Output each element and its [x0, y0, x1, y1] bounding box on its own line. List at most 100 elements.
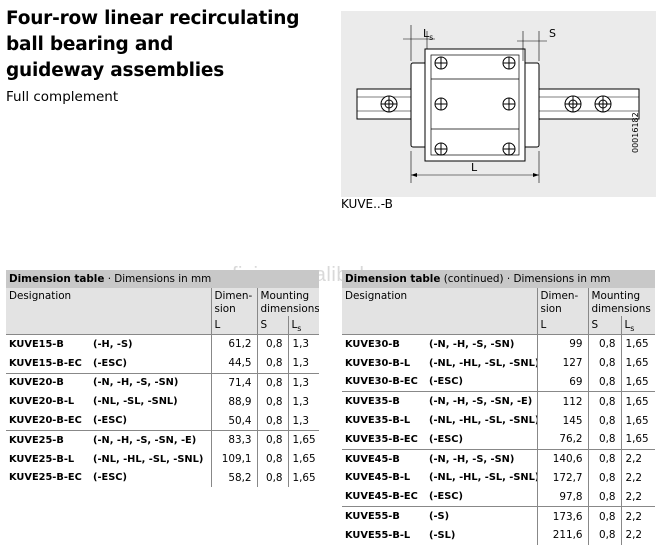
variant-cell: (-N, -H, -S, -SN, -E) [90, 429, 211, 450]
ls-cell: 1,3 [287, 333, 320, 354]
s-cell: 0,8 [587, 333, 621, 354]
variant-cell: (-S) [426, 506, 537, 526]
designation-cell: KUVE35-B [342, 391, 426, 412]
designation-cell: KUVE45-B-EC [345, 491, 418, 503]
header-dim-line2: sion [214, 303, 236, 315]
ls-cell: 2,2 [620, 448, 656, 469]
ls-cell: 1,3 [287, 353, 320, 374]
s-cell: 0,8 [256, 449, 288, 469]
length-cell: 112 [536, 391, 588, 412]
ls-cell: 1,65 [620, 391, 656, 412]
s-cell: 0,8 [587, 429, 621, 450]
ls-cell: 1,3 [287, 372, 320, 393]
length-cell: 76,2 [536, 429, 588, 450]
length-cell: 50,4 [210, 411, 257, 431]
s-cell: 0,8 [587, 448, 621, 469]
variant-cell: (-N, -H, -S, -SN) [90, 372, 211, 393]
variant-cell: (-ESC) [93, 472, 127, 484]
page-subtitle: Full complement [6, 89, 119, 105]
ls-cell: 1,65 [620, 429, 656, 450]
variant-cell: (-H, -S) [90, 333, 211, 354]
dimension-table-right: Dimension table (continued) · Dimensions… [342, 270, 656, 545]
s-cell: 0,8 [587, 468, 621, 488]
label-ls-subscript: s [429, 33, 434, 42]
variant-cell: (-ESC) [429, 433, 463, 445]
designation-cell: KUVE30-B-EC [345, 376, 418, 388]
s-cell: 0,8 [256, 411, 288, 431]
ls-cell: 1,65 [620, 411, 656, 430]
designation-cell: KUVE25-B-L [9, 453, 75, 465]
header-l: L [210, 316, 257, 335]
ls-cell: 1,65 [287, 468, 320, 488]
s-cell: 0,8 [587, 487, 621, 507]
length-cell: 172,7 [536, 468, 588, 488]
dimension-table-left: Dimension table · Dimensions in mm Desig… [6, 270, 320, 488]
header-dimension: Dimen-sion [210, 288, 257, 316]
designation-cell: KUVE55-B [342, 506, 426, 526]
variant-cell: (-N, -H, -S, -SN, -E) [426, 391, 537, 412]
title-line-1: Four-row linear recirculating [6, 8, 300, 29]
variant-cell: (-NL, -HL, -SL, -SNL) [429, 357, 537, 369]
length-cell: 140,6 [536, 448, 588, 469]
ls-cell: 2,2 [620, 487, 656, 507]
length-cell: 58,2 [210, 468, 257, 488]
s-cell: 0,8 [256, 392, 288, 412]
table-caption: Dimension table · Dimensions in mm [6, 270, 320, 288]
length-cell: 83,3 [210, 429, 257, 450]
s-cell: 0,8 [256, 372, 288, 393]
header-l: L [536, 316, 588, 335]
designation-cell: KUVE20-B [6, 372, 90, 393]
header-mount-line2: dimensions [591, 303, 651, 315]
header-ls: Ls [620, 316, 656, 335]
length-cell: 44,5 [210, 353, 257, 374]
rail-holes [380, 95, 612, 113]
s-cell: 0,8 [587, 353, 621, 373]
carriage-body [424, 48, 526, 162]
caption-bold: Dimension table [9, 273, 105, 285]
label-l: L [471, 161, 478, 174]
header-dim-line1: Dimen- [214, 290, 253, 302]
technical-drawing: Ls S L 00016182 [341, 11, 656, 197]
variant-cell: (-ESC) [93, 357, 127, 369]
designation-cell: KUVE30-B-L [345, 357, 411, 369]
header-mount-line2: dimensions [260, 303, 320, 315]
header-blank [6, 316, 211, 335]
title-line-3: guideway assemblies [6, 60, 225, 81]
designation-cell: KUVE20-B-L [9, 396, 75, 408]
s-cell: 0,8 [256, 333, 288, 354]
header-designation: Designation [6, 288, 211, 316]
designation-cell: KUVE15-B [6, 333, 90, 354]
variant-cell: (-NL, -SL, -SNL) [93, 396, 178, 408]
s-cell: 0,8 [587, 391, 621, 412]
header-mount-line1: Mounting [591, 290, 641, 302]
ls-cell: 1,65 [620, 353, 656, 373]
header-s: S [587, 316, 621, 335]
variant-cell: (-ESC) [429, 491, 463, 503]
title-line-2: ball bearing and [6, 34, 174, 55]
header-dim-line2: sion [540, 303, 562, 315]
header-blank [342, 316, 537, 335]
designation-cell: KUVE45-B [342, 448, 426, 469]
label-ls-text: Ls [423, 27, 434, 42]
designation-cell: KUVE35-B-EC [345, 433, 418, 445]
ls-cell: 2,2 [620, 525, 656, 545]
s-cell: 0,8 [256, 468, 288, 488]
length-cell: 69 [536, 372, 588, 392]
table-caption: Dimension table (continued) · Dimensions… [342, 270, 656, 288]
length-cell: 97,8 [536, 487, 588, 507]
variant-cell: (-N, -H, -S, -SN) [426, 448, 537, 469]
variant-cell: (-NL, -HL, -SL, -SNL) [429, 415, 537, 427]
